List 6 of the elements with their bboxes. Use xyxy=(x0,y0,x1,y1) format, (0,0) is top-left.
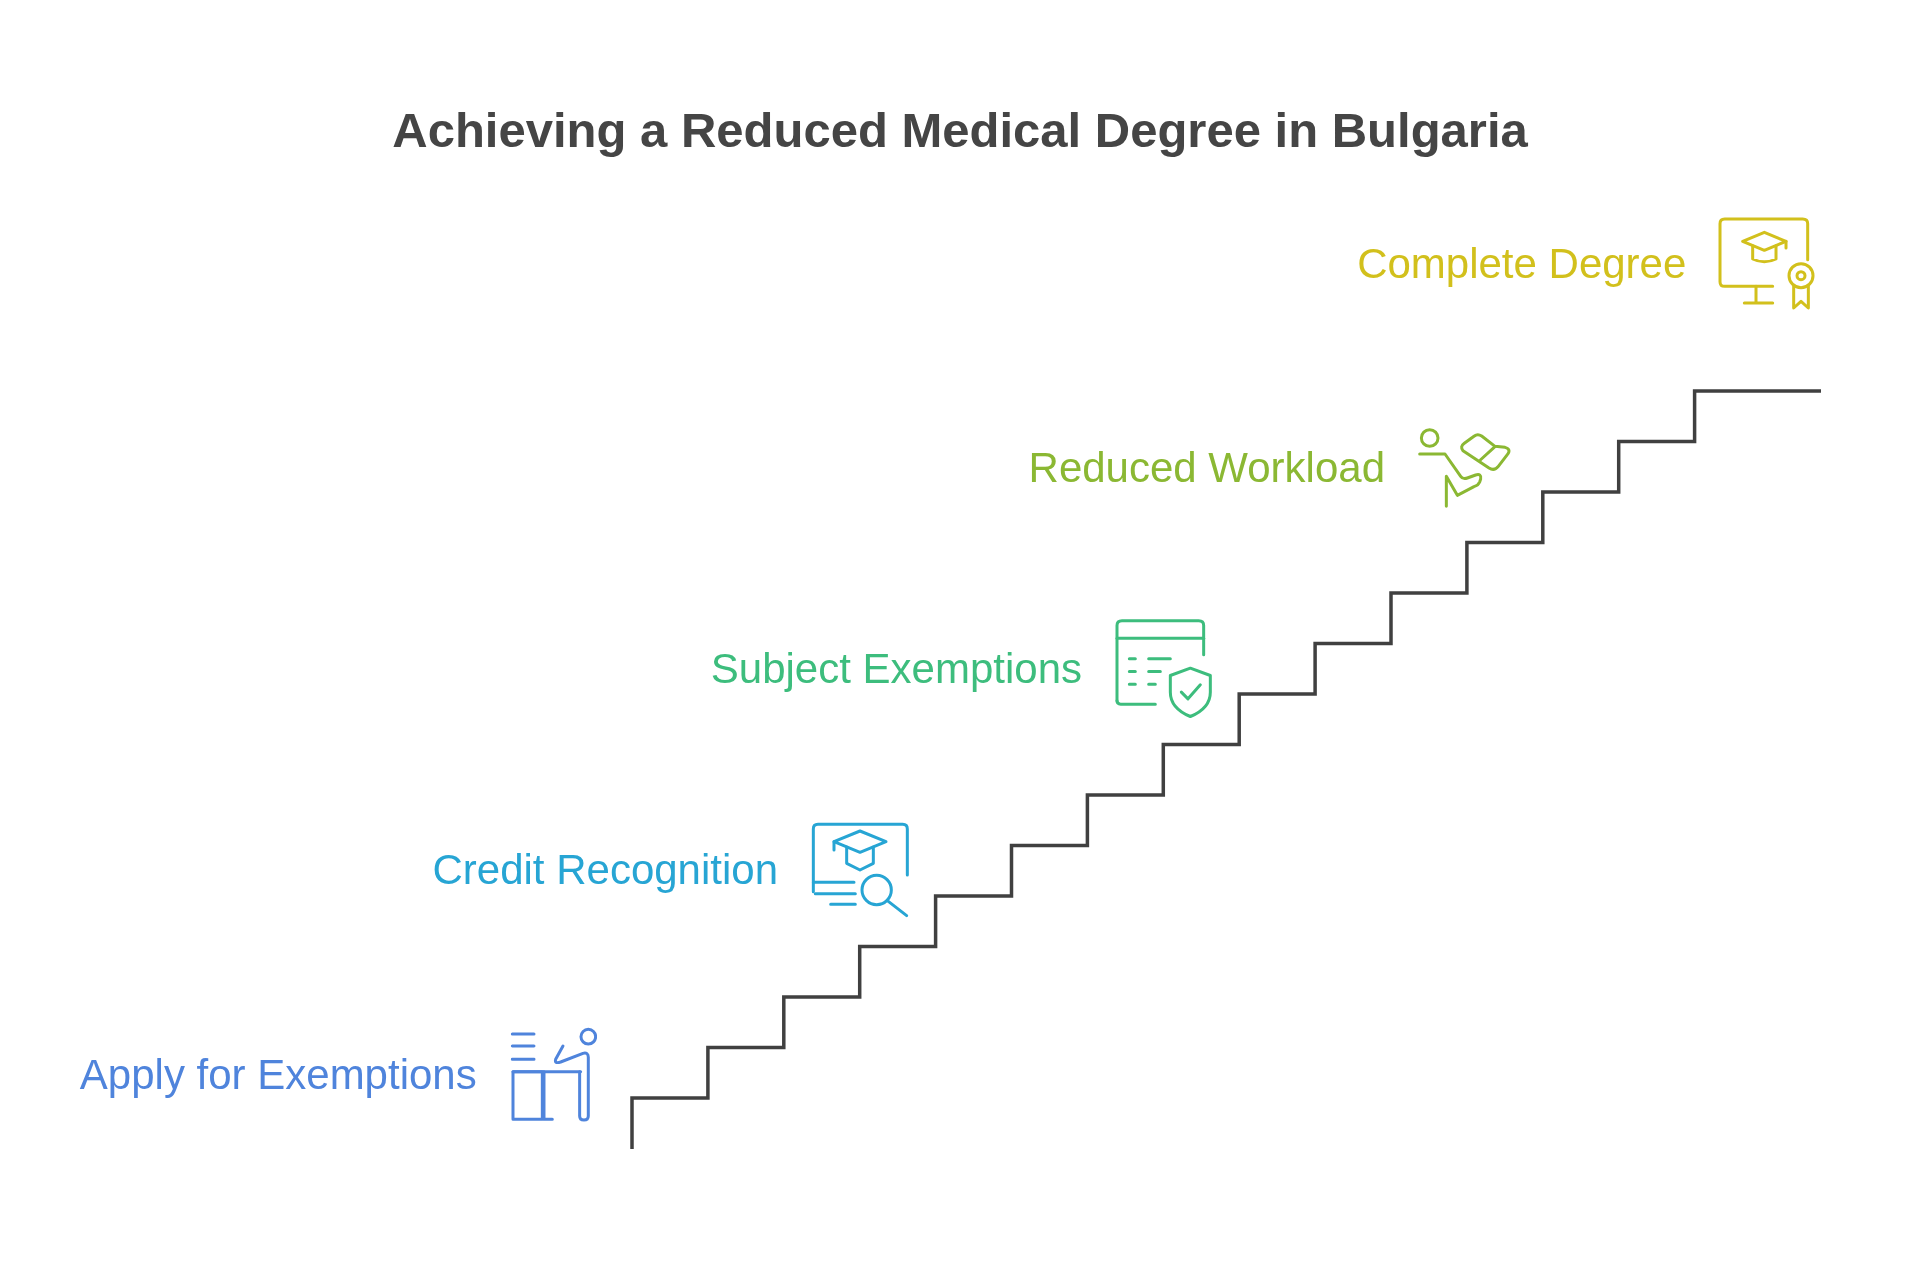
step-label: Credit Recognition xyxy=(432,845,778,895)
step-label: Subject Exemptions xyxy=(710,644,1082,694)
step-label: Reduced Workload xyxy=(1028,443,1385,493)
step-label: Complete Degree xyxy=(1357,239,1687,289)
step-label: Apply for Exemptions xyxy=(79,1050,477,1100)
diagram-title: Achieving a Reduced Medical Degree in Bulgaria xyxy=(392,103,1528,157)
